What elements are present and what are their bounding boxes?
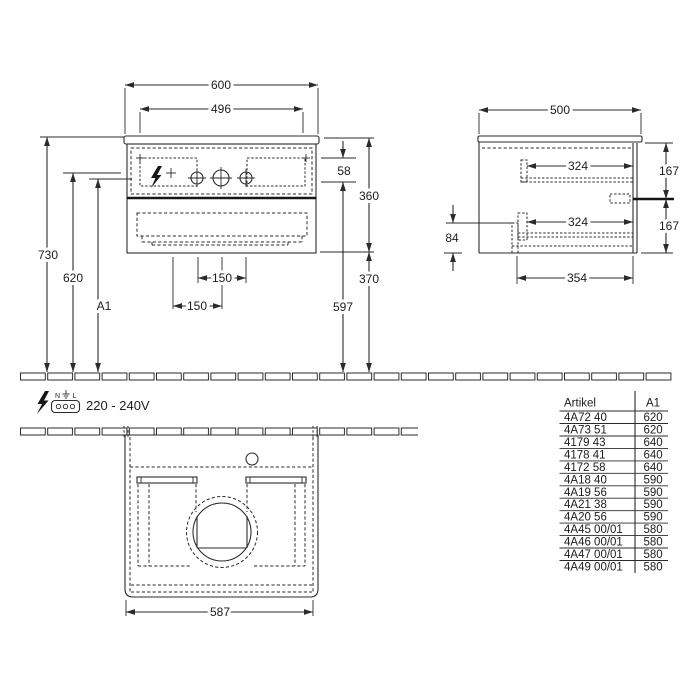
table-cell-a1: 640 xyxy=(644,437,663,449)
voltage-label: 220 - 240V xyxy=(86,398,150,413)
table-cell-a1: 590 xyxy=(644,487,663,499)
terminal-l-label: L xyxy=(73,393,77,400)
dim-tap-hole-spacing-label: 496 xyxy=(211,102,231,116)
electrical-note: N L 220 - 240V xyxy=(37,390,150,414)
table-cell-a1: 580 xyxy=(644,537,663,549)
table-cell-a1: 620 xyxy=(644,412,663,424)
article-table: Artikel A1 4A72 40 620 4A73 51 620 4179 … xyxy=(559,391,668,574)
table-header-a1: A1 xyxy=(646,398,660,410)
table-header-artikel: Artikel xyxy=(564,398,596,410)
socket-outline xyxy=(50,399,81,414)
wall-hatch-row-lower xyxy=(20,426,418,438)
dim-bottom-clearance-label: 84 xyxy=(445,231,459,245)
table-cell-artikel: 4A20 56 xyxy=(564,512,607,524)
dim-front-upper-label: 167 xyxy=(659,164,679,178)
table-cell-artikel: 4179 43 xyxy=(564,437,606,449)
bottom-drawer-step xyxy=(141,236,303,246)
table-cell-artikel: 4A45 00/01 xyxy=(564,524,623,536)
plan-view: 587 xyxy=(124,434,319,622)
dim-clearance-below-label: 370 xyxy=(359,272,379,286)
dim-fixing-depth-label: 354 xyxy=(567,271,587,285)
side-section: 500 324 324 167 167 xyxy=(442,100,682,288)
dim-rail-upper-label: 324 xyxy=(568,159,588,173)
terminal-n-label: N xyxy=(55,393,60,400)
tap-hole xyxy=(245,452,259,466)
handle-recess xyxy=(609,193,631,204)
dim-variable-height-label: A1 xyxy=(97,299,112,313)
left-cutout-bar xyxy=(136,476,198,484)
table-cell-a1: 640 xyxy=(644,449,663,461)
dim-fixing-lower-label: 150 xyxy=(187,299,207,313)
side-countertop xyxy=(477,135,643,143)
drill-mark-crosses xyxy=(136,154,310,178)
table-cell-a1: 640 xyxy=(644,462,663,474)
table-cell-a1: 590 xyxy=(644,474,663,486)
table-cell-a1: 620 xyxy=(644,425,663,437)
table-cell-artikel: 4A19 56 xyxy=(564,487,607,499)
table-cell-a1: 580 xyxy=(644,524,663,536)
table-cell-artikel: 4A46 00/01 xyxy=(564,537,623,549)
ground-terminal-icon xyxy=(62,390,70,399)
dim-rail-lower-label: 324 xyxy=(568,215,588,229)
dim-basin-width-label: 587 xyxy=(210,605,230,619)
table-cell-artikel: 4178 41 xyxy=(564,449,606,461)
dim-cabinet-height-label: 360 xyxy=(359,189,379,203)
lightning-bolt-icon xyxy=(151,166,162,188)
front-countertop xyxy=(123,135,320,145)
dim-panel-drop-label: 58 xyxy=(337,164,351,178)
table-cell-artikel: 4A72 40 xyxy=(564,412,607,424)
table-rows: 4A72 40 620 4A73 51 620 4179 43 640 4178… xyxy=(564,412,663,574)
dim-total-width-label: 600 xyxy=(211,78,231,92)
plan-outline xyxy=(124,434,319,598)
table-cell-artikel: 4A18 40 xyxy=(564,474,607,486)
dim-front-lower-label: 167 xyxy=(659,219,679,233)
basin-cutout-dashed xyxy=(186,496,258,568)
right-cutout-bar xyxy=(245,476,307,484)
wall-hatch-row-upper xyxy=(20,372,672,381)
dim-overall-height-label: 730 xyxy=(38,248,58,262)
table-cell-a1: 580 xyxy=(644,549,663,561)
table-cell-artikel: 4A47 00/01 xyxy=(564,549,623,561)
drain-circle xyxy=(192,502,252,562)
dim-total-depth-label: 500 xyxy=(550,103,570,117)
table-cell-a1: 590 xyxy=(644,512,663,524)
table-cell-artikel: 4A73 51 xyxy=(564,425,607,437)
table-cell-artikel: 4A21 38 xyxy=(564,499,607,511)
table-cell-a1: 580 xyxy=(644,562,663,574)
dim-fixing-upper-label: 150 xyxy=(212,271,232,285)
dim-supply-height-label: 620 xyxy=(63,271,83,285)
front-elevation: 600 496 xyxy=(35,75,382,372)
dim-drain-height-label: 597 xyxy=(333,300,353,314)
lightning-bolt-icon xyxy=(37,391,49,414)
table-cell-artikel: 4A49 00/01 xyxy=(564,562,623,574)
table-cell-artikel: 4172 58 xyxy=(564,462,606,474)
table-cell-a1: 590 xyxy=(644,499,663,511)
fixing-hole-circles xyxy=(188,167,255,189)
